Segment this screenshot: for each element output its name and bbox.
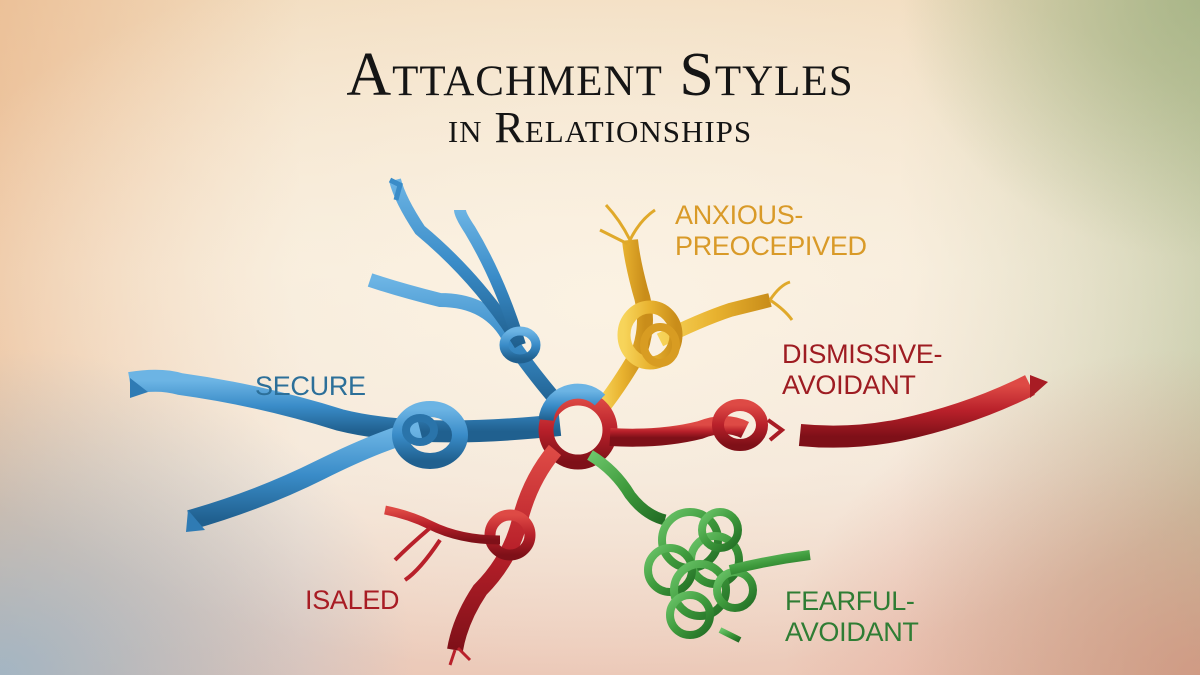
anxious-ribbon-icon [593,203,794,415]
label-anxious: ANXIOUS- PREOCEPIVED [675,200,867,262]
label-anxious-line2: PREOCEPIVED [675,231,867,261]
label-fearful-line2: AVOIDANT [785,617,919,647]
title-line-1: Attachment Styles [346,41,854,109]
secure-ribbon-icon [128,177,566,532]
label-secure-text: SECURE [255,371,366,401]
label-dismissive-line2: AVOIDANT [782,370,916,400]
label-anxious-line1: ANXIOUS- [675,200,804,230]
fearful-ribbon-icon [587,450,811,643]
label-dismissive-line1: DISMISSIVE- [782,339,943,369]
dismissive-ribbon-icon [609,375,1048,451]
title-line-2: in Relationships [447,103,753,152]
label-dismissive: DISMISSIVE- AVOIDANT [782,339,943,401]
background-green-corner [900,0,1200,260]
label-fearful: FEARFUL- AVOIDANT [785,586,919,648]
label-isolated: ISALED [305,585,400,616]
central-ring-icon [538,383,618,470]
label-secure: SECURE [255,371,366,402]
label-isolated-text: ISALED [305,585,400,615]
isolated-ribbon-icon [384,444,562,666]
label-fearful-line1: FEARFUL- [785,586,915,616]
